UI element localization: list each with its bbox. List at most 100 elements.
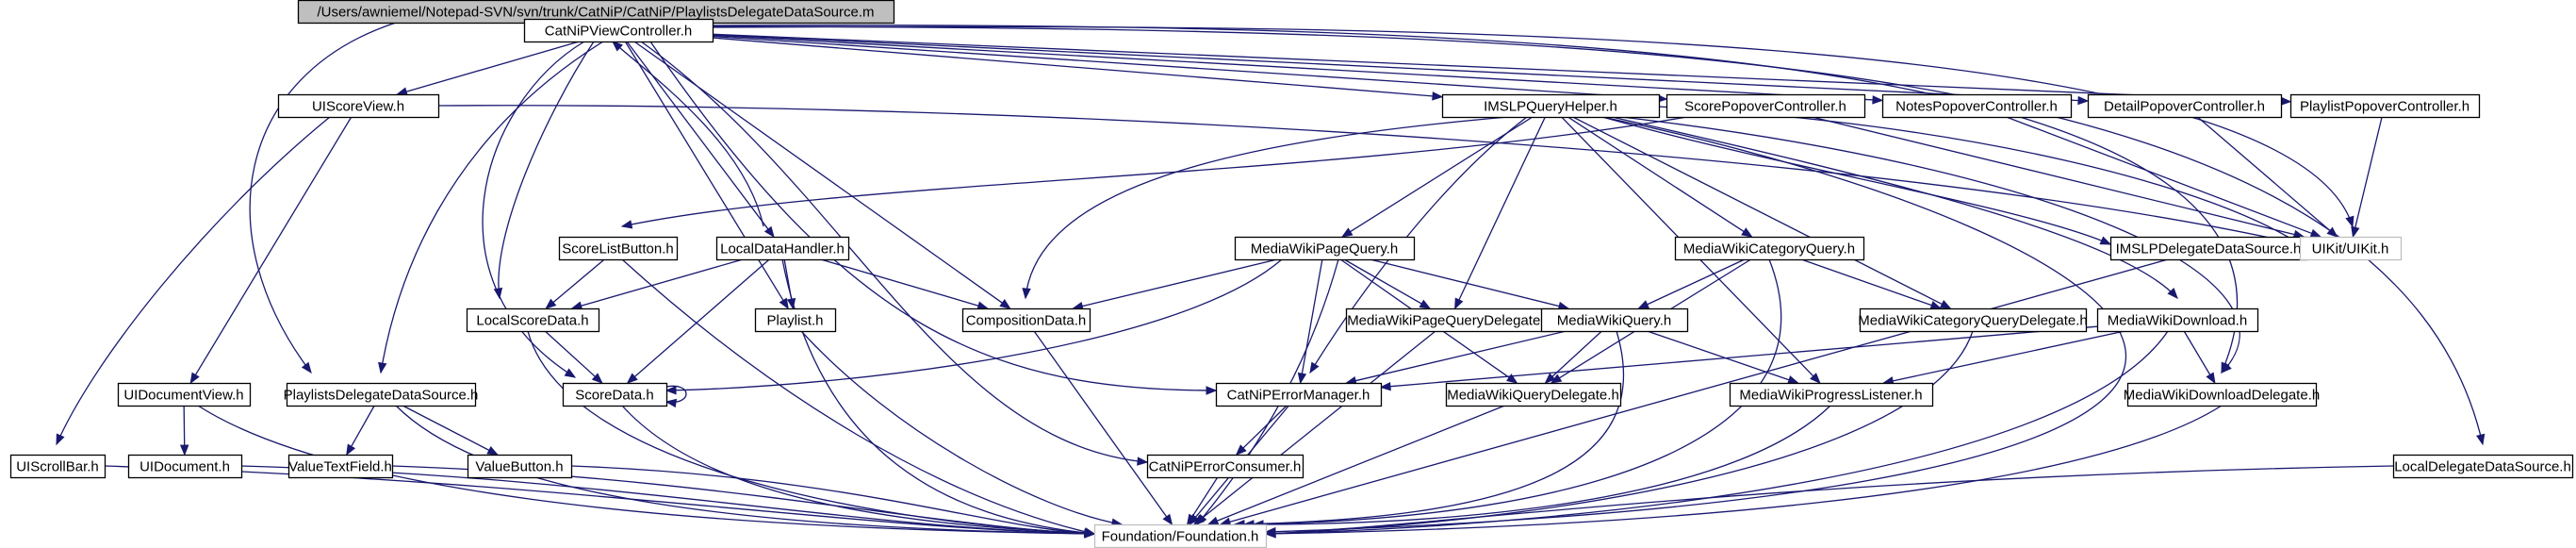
node-mwdownloaddelegate[interactable]: MediaWikiDownloadDelegate.h bbox=[2124, 382, 2320, 407]
edge-localdatahandler-to-catnipvc bbox=[611, 41, 764, 227]
node-label: MediaWikiDownloadDelegate.h bbox=[2124, 388, 2320, 404]
node-box[interactable] bbox=[2109, 236, 2308, 261]
node-mwprogress[interactable]: MediaWikiProgressListener.h bbox=[1729, 382, 1934, 407]
edge-catnipvc-to-compositiondata bbox=[633, 41, 1011, 309]
node-compositiondata[interactable]: CompositionData.h bbox=[961, 307, 1091, 333]
node-box[interactable] bbox=[287, 454, 394, 479]
node-box[interactable] bbox=[467, 454, 573, 479]
node-box[interactable] bbox=[2087, 93, 2283, 119]
node-errormanager[interactable]: CatNiPErrorManager.h bbox=[1215, 382, 1383, 407]
arrowhead bbox=[2167, 288, 2178, 299]
node-box[interactable] bbox=[2126, 382, 2318, 407]
node-uidocument[interactable]: UIDocument.h bbox=[127, 454, 243, 479]
node-box[interactable] bbox=[2096, 307, 2259, 333]
arrowhead bbox=[56, 433, 65, 446]
node-box[interactable] bbox=[715, 236, 850, 261]
edge-localdelegate-to-foundation bbox=[1264, 465, 2394, 539]
node-label: Foundation/Foundation.h bbox=[1102, 529, 1259, 545]
edge-playlist-to-foundation bbox=[800, 330, 1124, 527]
node-label: CatNiPErrorConsumer.h bbox=[1149, 459, 1302, 475]
node-uiscoreview[interactable]: UIScoreView.h bbox=[277, 93, 440, 119]
node-uidocumentview[interactable]: UIDocumentView.h bbox=[117, 382, 252, 407]
node-box[interactable] bbox=[1146, 454, 1304, 479]
node-playlistsdelegate[interactable]: PlaylistsDelegateDataSource.h bbox=[284, 382, 479, 407]
node-mwquerydelegate[interactable]: MediaWikiQueryDelegate.h bbox=[1445, 382, 1622, 407]
node-box[interactable] bbox=[117, 382, 252, 407]
node-box[interactable] bbox=[9, 454, 107, 479]
node-mwcategoryquery[interactable]: MediaWikiCategoryQuery.h bbox=[1674, 236, 1865, 261]
node-imslpdelegate[interactable]: IMSLPDelegateDataSource.h bbox=[2109, 236, 2308, 261]
arrowhead bbox=[2206, 372, 2216, 385]
node-box[interactable] bbox=[754, 307, 837, 333]
node-box[interactable] bbox=[127, 454, 243, 479]
node-box[interactable] bbox=[466, 307, 600, 333]
node-box[interactable] bbox=[1441, 93, 1661, 119]
node-label: MediaWikiCategoryQueryDelegate.h bbox=[1858, 313, 2087, 329]
edge-mwdownload-to-errormanager bbox=[1379, 325, 2098, 391]
node-playlist[interactable]: Playlist.h bbox=[754, 307, 837, 333]
node-label: LocalDataHandler.h bbox=[720, 241, 845, 257]
node-errorconsumer[interactable]: CatNiPErrorConsumer.h bbox=[1146, 454, 1304, 479]
edge-catnipvc-to-errorconsumer bbox=[640, 41, 1149, 466]
edge-mwpagequery-to-mwquery bbox=[1370, 258, 1570, 311]
arrowhead bbox=[1206, 516, 1220, 525]
node-box[interactable] bbox=[1729, 382, 1934, 407]
node-uikit[interactable]: UIKit/UIKit.h bbox=[2299, 236, 2403, 261]
node-label: CatNiPViewController.h bbox=[545, 24, 692, 40]
node-box[interactable] bbox=[277, 93, 440, 119]
node-mwcategoryquerydelegate[interactable]: MediaWikiCategoryQueryDelegate.h bbox=[1858, 307, 2088, 333]
arrowhead bbox=[378, 361, 387, 374]
node-mwquery[interactable]: MediaWikiQuery.h bbox=[1540, 307, 1689, 333]
node-label: MediaWikiDownload.h bbox=[2108, 313, 2247, 329]
node-localscoredata[interactable]: LocalScoreData.h bbox=[466, 307, 600, 333]
node-label: ValueButton.h bbox=[475, 459, 563, 475]
node-valuebutton[interactable]: ValueButton.h bbox=[467, 454, 573, 479]
node-scorelistbutton[interactable]: ScoreListButton.h bbox=[558, 236, 679, 261]
node-mwpagequerydelegate[interactable]: MediaWikiPageQueryDelegate.h bbox=[1345, 307, 1555, 333]
edge-scorelistbutton-to-foundation bbox=[621, 258, 1096, 537]
node-box[interactable] bbox=[1674, 236, 1865, 261]
node-localdelegate[interactable]: LocalDelegateDataSource.h bbox=[2392, 454, 2574, 479]
node-scoredata[interactable]: ScoreData.h bbox=[562, 382, 668, 407]
edge-compositiondata-to-foundation bbox=[1033, 330, 1173, 526]
node-box[interactable] bbox=[1215, 382, 1383, 407]
node-detailpopover[interactable]: DetailPopoverController.h bbox=[2087, 93, 2283, 119]
node-box[interactable] bbox=[1859, 307, 2088, 333]
node-notespopover[interactable]: NotesPopoverController.h bbox=[1881, 93, 2073, 119]
node-imslp[interactable]: IMSLPQueryHelper.h bbox=[1441, 93, 1661, 119]
node-mwpagequery[interactable]: MediaWikiPageQuery.h bbox=[1234, 236, 1416, 261]
nodes: /Users/awniemel/Notepad-SVN/svn/trunk/Ca… bbox=[9, 0, 2574, 548]
edge-catnipvc-to-playlist bbox=[624, 41, 789, 310]
node-box[interactable] bbox=[961, 307, 1091, 333]
node-box[interactable] bbox=[562, 382, 668, 407]
node-mwdownload[interactable]: MediaWikiDownload.h bbox=[2096, 307, 2259, 333]
edge-uiscoreview-to-uikit bbox=[437, 105, 2302, 247]
edge-imslp-to-mwdownload bbox=[1611, 116, 2178, 299]
node-box[interactable] bbox=[1345, 307, 1555, 333]
node-box[interactable] bbox=[1540, 307, 1689, 333]
node-scorepopover[interactable]: ScorePopoverController.h bbox=[1665, 93, 1866, 119]
edge-imslp-to-imslpdelegate bbox=[1601, 116, 2112, 245]
arrowhead bbox=[999, 299, 1011, 309]
node-box[interactable] bbox=[2289, 93, 2481, 119]
node-box[interactable] bbox=[523, 18, 714, 43]
node-localdatahandler[interactable]: LocalDataHandler.h bbox=[715, 236, 850, 261]
node-box[interactable] bbox=[1234, 236, 1416, 261]
node-playlistpopover[interactable]: PlaylistPopoverController.h bbox=[2289, 93, 2481, 119]
node-label: UIScrollBar.h bbox=[16, 459, 99, 475]
node-valuetextfield[interactable]: ValueTextField.h bbox=[287, 454, 394, 479]
node-catnipvc[interactable]: CatNiPViewController.h bbox=[523, 18, 714, 43]
edge-scoredata-to-scoredata bbox=[665, 385, 687, 408]
node-box[interactable] bbox=[1665, 93, 1866, 119]
node-foundation[interactable]: Foundation/Foundation.h bbox=[1093, 523, 1268, 548]
node-box[interactable] bbox=[1445, 382, 1622, 407]
node-box[interactable] bbox=[1093, 523, 1268, 548]
node-box[interactable] bbox=[2299, 236, 2403, 261]
node-box[interactable] bbox=[286, 382, 477, 407]
node-box[interactable] bbox=[1881, 93, 2073, 119]
node-uiscrollbar[interactable]: UIScrollBar.h bbox=[9, 454, 107, 479]
edge-detailpopover-to-uikit bbox=[2197, 116, 2338, 238]
node-box[interactable] bbox=[558, 236, 679, 261]
node-box[interactable] bbox=[2392, 454, 2574, 479]
